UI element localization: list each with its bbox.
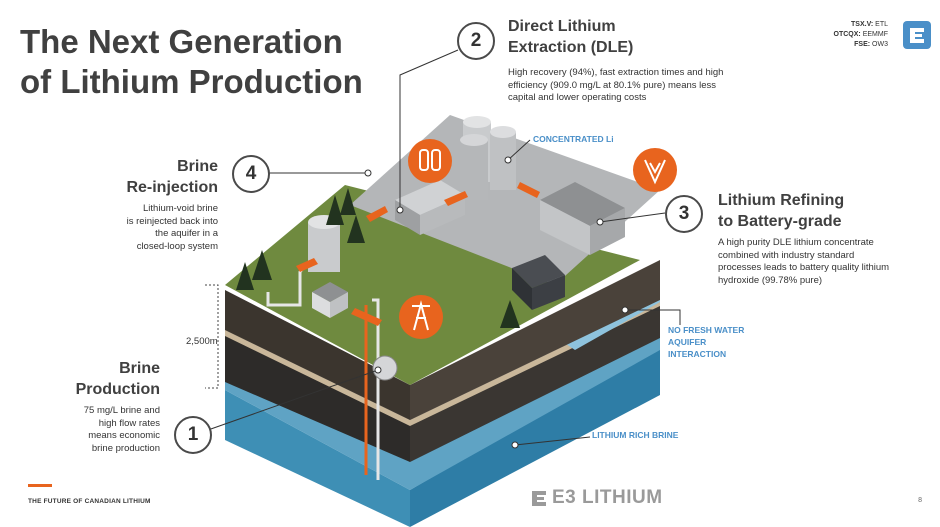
rock-layer-right bbox=[410, 300, 660, 462]
step-3-heading-line2: to Battery-grade bbox=[718, 213, 842, 230]
page-title-line2: of Lithium Production bbox=[20, 63, 363, 100]
leader-lines bbox=[207, 49, 681, 446]
step-3-marker: 3 bbox=[665, 195, 703, 233]
step-3-heading-line1: Lithium Refining bbox=[718, 192, 845, 209]
depth-bracket bbox=[205, 284, 219, 389]
soil-right bbox=[410, 260, 660, 420]
footer-tagline: THE FUTURE OF CANADIAN LITHIUM bbox=[28, 498, 151, 505]
brand-wordmark: E3 LITHIUM bbox=[552, 487, 663, 508]
brine-top bbox=[225, 335, 660, 490]
ticker-row: OTCQX: EEMMF bbox=[833, 31, 888, 38]
step-2-marker: 2 bbox=[457, 22, 495, 60]
step-1-heading-line2: Production bbox=[75, 381, 160, 398]
ticker-list: TSX.V: ETL OTCQX: EEMMF FSE: OW3 bbox=[834, 20, 888, 50]
step-4-heading-line2: Re-injection bbox=[126, 179, 218, 196]
lithium-rich-brine-label: LITHIUM RICH BRINE bbox=[592, 430, 679, 440]
page-title: The Next Generation of Lithium Productio… bbox=[20, 22, 363, 102]
step-2-heading-line1: Direct Lithium bbox=[508, 18, 616, 35]
step-4-marker: 4 bbox=[232, 155, 270, 193]
step-3-text: Lithium Refining to Battery-grade A high… bbox=[718, 190, 918, 287]
page-number: 8 bbox=[918, 497, 922, 504]
rock-layer-left bbox=[225, 330, 410, 462]
step-1-marker: 1 bbox=[174, 416, 212, 454]
concentrated-li-label: CONCENTRATED Li bbox=[533, 134, 614, 144]
brine-layer-left bbox=[225, 390, 410, 527]
ticker-row: TSX.V: ETL bbox=[851, 21, 888, 28]
step-1-heading-line1: Brine bbox=[119, 360, 160, 377]
step-4-heading-line1: Brine bbox=[177, 158, 218, 175]
truck bbox=[512, 255, 565, 310]
page-title-line1: The Next Generation bbox=[20, 23, 343, 60]
depth-label: 2,500m bbox=[186, 336, 218, 347]
footer-accent-line bbox=[28, 484, 52, 487]
trees bbox=[236, 188, 520, 328]
e3-logo-icon bbox=[903, 21, 931, 49]
extraction-badge-icon bbox=[408, 139, 452, 183]
flow-arrows bbox=[296, 182, 540, 326]
step-2-text: Direct Lithium Extraction (DLE) High rec… bbox=[508, 16, 748, 105]
soil-left bbox=[225, 290, 410, 420]
step-2-body: High recovery (94%), fast extraction tim… bbox=[508, 67, 724, 103]
e3-brand-icon bbox=[532, 491, 546, 506]
brine-layer-right bbox=[410, 345, 660, 527]
wellhead bbox=[372, 355, 398, 381]
production-well bbox=[372, 298, 380, 480]
pump-house bbox=[312, 282, 348, 318]
step-2-heading-line2: Extraction (DLE) bbox=[508, 39, 634, 56]
ticker-row: FSE: OW3 bbox=[854, 41, 888, 48]
